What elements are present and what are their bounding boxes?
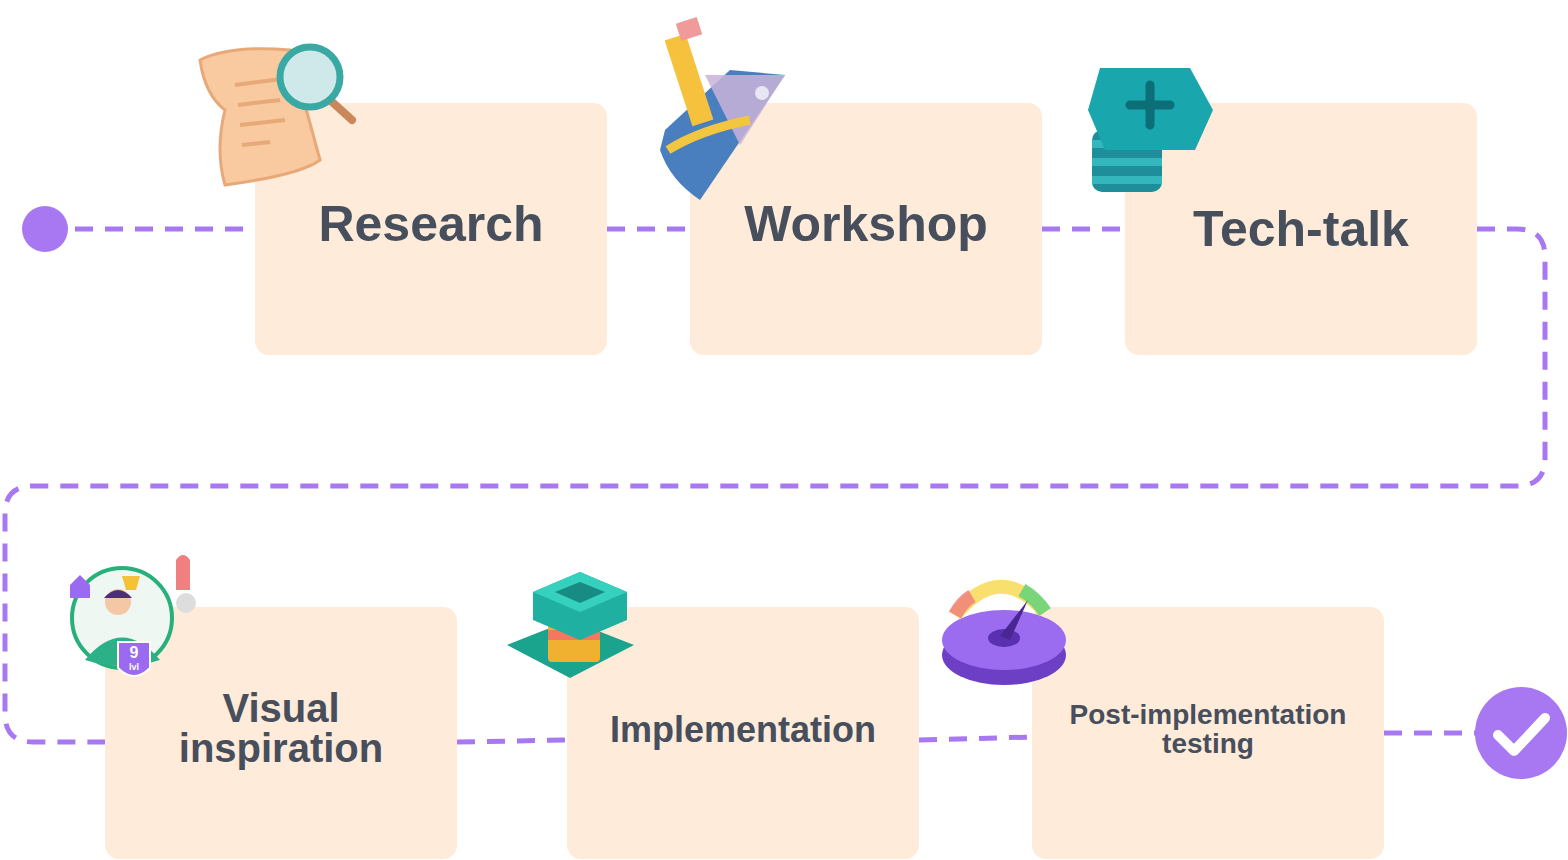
dashed-connector <box>919 737 1032 740</box>
visual-inspiration-icon <box>70 555 196 676</box>
end-line <box>1384 731 1476 736</box>
dashed-connector <box>457 740 567 742</box>
check-mark <box>1498 718 1545 751</box>
step-label: Workshop <box>744 197 988 252</box>
dashed-connector <box>607 227 690 232</box>
process-box: Workshop <box>690 103 1042 355</box>
step-label: Visual inspiration <box>117 688 445 768</box>
process-box: Research <box>255 103 607 355</box>
process-box: Implementation <box>567 607 919 859</box>
step-label: Tech-talk <box>1193 202 1409 257</box>
post-implementation-icon <box>942 587 1066 685</box>
step-label: Research <box>318 197 543 252</box>
process-box: Visual inspiration <box>105 607 457 859</box>
research-icon <box>200 47 352 185</box>
start-dot <box>22 206 68 252</box>
workshop-icon <box>660 17 785 200</box>
dashed-connector <box>1042 227 1125 232</box>
process-box: Post-implementation testing <box>1032 607 1384 859</box>
step-label: Implementation <box>610 710 876 750</box>
step-label: Post-implementation testing <box>1044 700 1372 759</box>
implementation-icon <box>507 572 634 678</box>
end-check-circle <box>1475 687 1567 779</box>
start-line <box>45 227 255 232</box>
level-badge-text: lvl <box>124 663 144 672</box>
process-box: Tech-talk <box>1125 103 1477 355</box>
level-badge-text: 9 <box>124 645 144 661</box>
tech-talk-icon <box>1088 68 1213 192</box>
